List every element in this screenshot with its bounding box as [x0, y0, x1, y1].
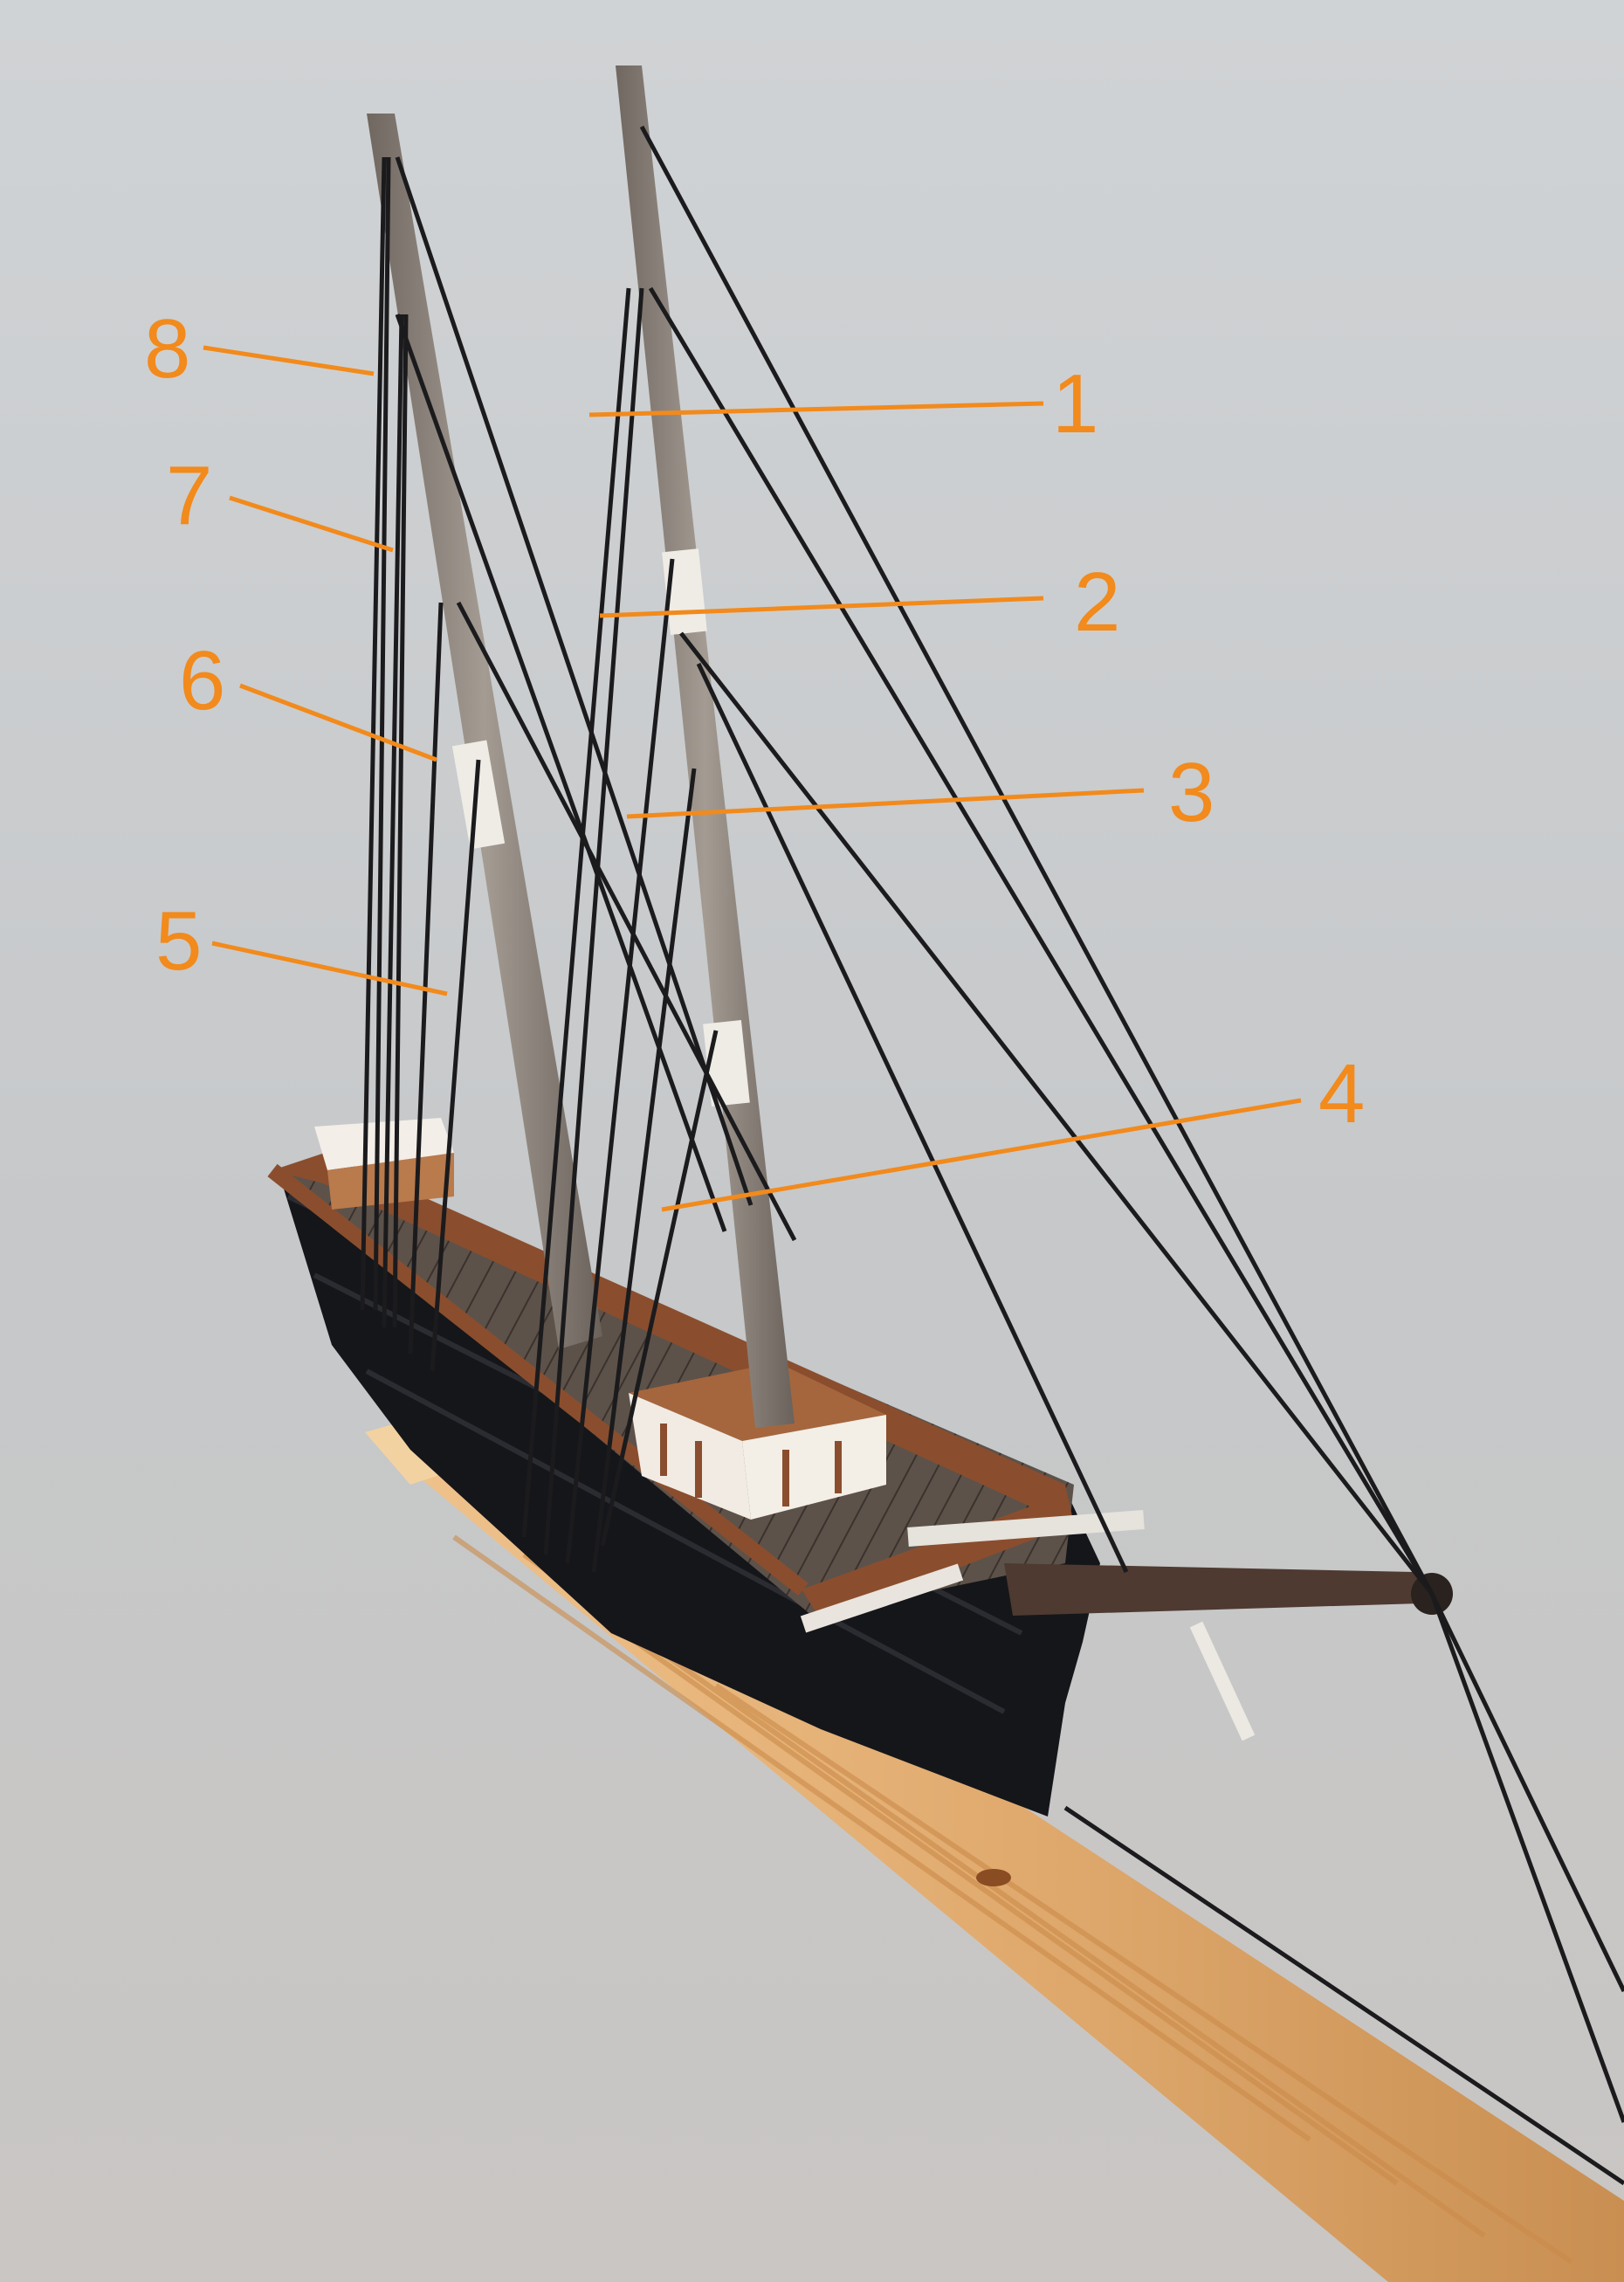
- aft-deck-house: [314, 1118, 454, 1210]
- callout-numbers: 1 2 3 4 5 6 7 8: [144, 302, 1365, 1141]
- callout-8: 8: [144, 302, 190, 396]
- rigging-lines: [360, 125, 1624, 2186]
- callout-5: 5: [155, 894, 202, 988]
- aft-mast: [367, 114, 602, 1349]
- callout-2: 2: [1074, 555, 1120, 649]
- callout-3: 3: [1168, 746, 1215, 839]
- callout-7: 7: [166, 449, 212, 542]
- callout-4: 4: [1318, 1047, 1365, 1141]
- callout-leader-lines: [203, 345, 1302, 1212]
- callout-1: 1: [1052, 357, 1098, 451]
- callout-6: 6: [179, 634, 225, 727]
